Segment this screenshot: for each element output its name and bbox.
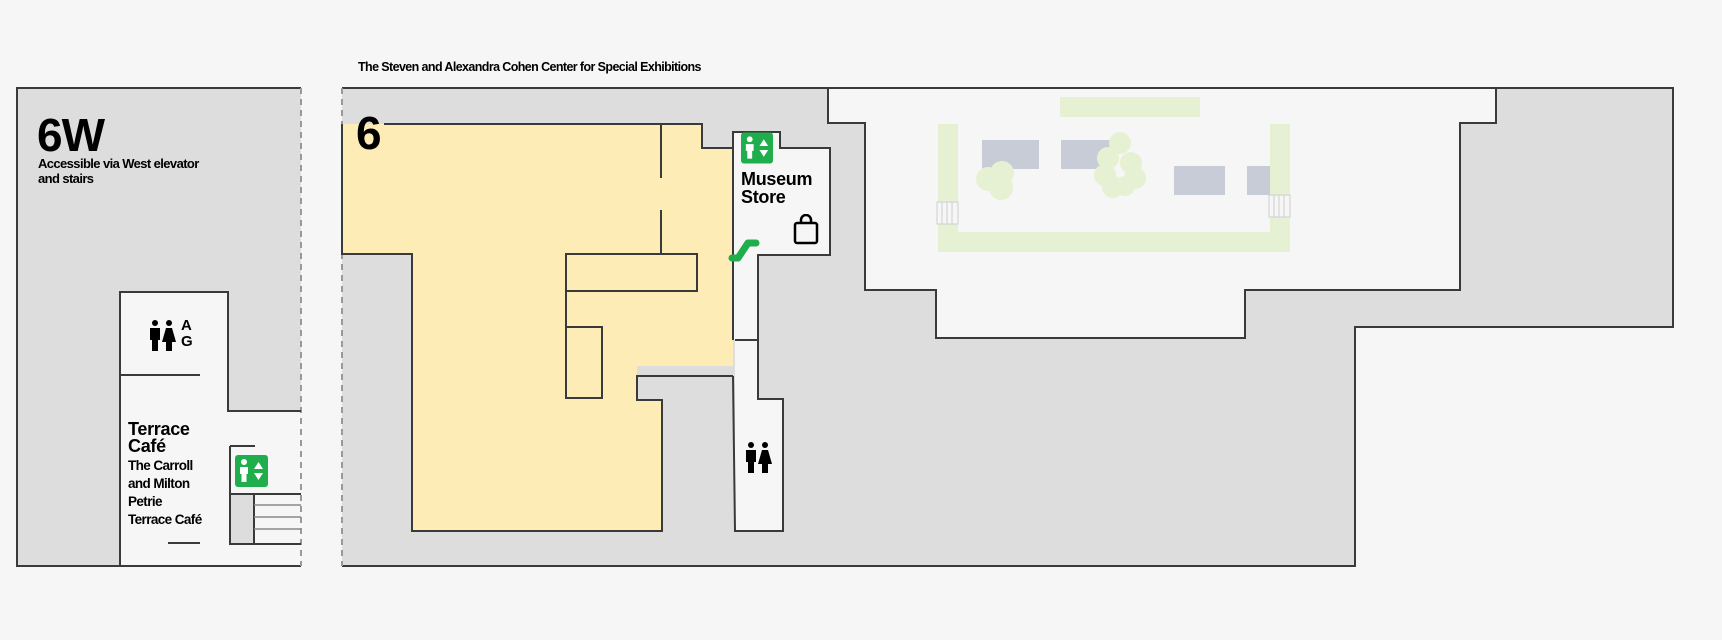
restroom-icon	[150, 320, 176, 351]
elevator-west[interactable]	[235, 455, 268, 487]
restroom-icon	[746, 442, 772, 473]
cafe-subtitle-line4: Terrace Café	[128, 512, 202, 527]
courtyard	[936, 97, 1291, 252]
cafe-title-line1: Terrace	[128, 419, 190, 439]
west-wing	[16, 87, 302, 567]
access-note: Accessible via West elevator and stairs	[38, 156, 199, 186]
elevator-museum-store[interactable]	[741, 132, 773, 164]
access-note-line2: and stairs	[38, 171, 94, 186]
restroom-letter-g: G	[181, 333, 193, 350]
access-note-line1: Accessible via West elevator	[38, 156, 199, 171]
cafe-subtitle-line3: Petrie	[128, 494, 163, 509]
museum-store[interactable]: Museum Store	[740, 170, 825, 250]
stairs-icon	[936, 194, 1291, 225]
cafe-subtitle-line2: and Milton	[128, 476, 190, 491]
exhibition-center-label: The Steven and Alexandra Cohen Center fo…	[358, 60, 701, 74]
museum-store-line2: Store	[741, 187, 786, 207]
restroom-letter-a: A	[181, 317, 192, 334]
terrace-cafe[interactable]: Terrace Café The Carroll and Milton Petr…	[127, 420, 227, 535]
cafe-subtitle-line1: The Carroll	[128, 458, 193, 473]
tree-icon	[1094, 132, 1146, 198]
main-wing	[341, 87, 1674, 567]
floor-label-6w: 6W	[37, 109, 105, 161]
shopping-bag-icon	[793, 214, 819, 245]
tree-icon	[976, 161, 1014, 200]
elevator-icon	[741, 132, 773, 164]
restroom-west[interactable]: A G	[148, 318, 218, 356]
museum-store-line1: Museum	[741, 169, 813, 189]
escalator-icon[interactable]	[728, 233, 762, 263]
restroom-main[interactable]	[744, 442, 774, 474]
cafe-title-line2: Café	[128, 436, 166, 456]
floor-label-6: 6	[356, 107, 382, 159]
special-exhibitions-gallery[interactable]	[412, 124, 662, 524]
elevator-icon	[235, 455, 268, 487]
